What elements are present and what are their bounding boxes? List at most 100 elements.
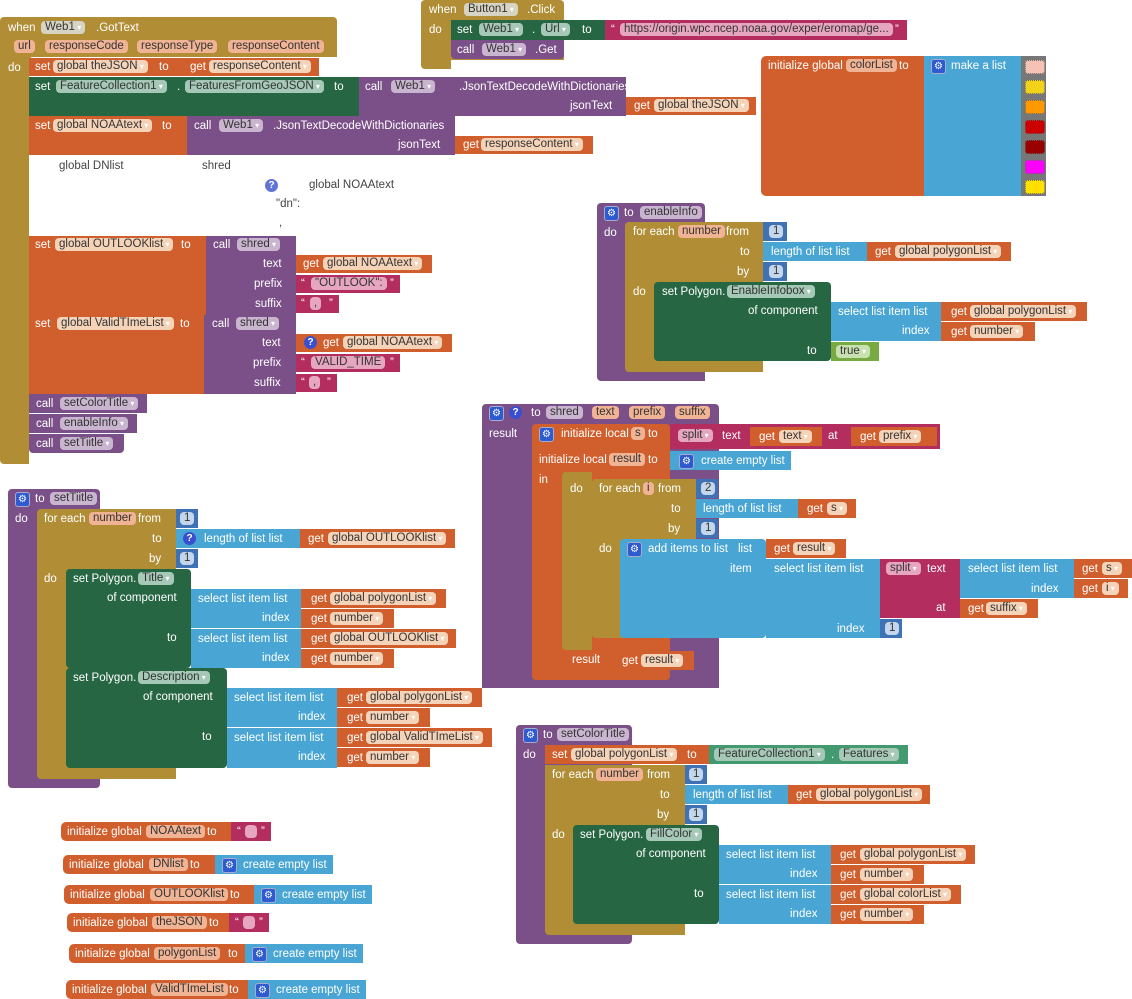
component-dropdown[interactable]: Button1 — [464, 3, 518, 16]
mutator-gear-icon[interactable]: ⚙ — [252, 947, 267, 962]
get-suffix-block[interactable]: get suffix — [960, 599, 1038, 618]
get-result-return-block[interactable]: get result — [614, 651, 694, 670]
string-value[interactable]: VALID_TIME — [311, 356, 386, 369]
param-responsecontent[interactable]: responseContent — [228, 40, 324, 53]
variable-dropdown[interactable]: global NOAAtext — [53, 119, 153, 132]
mutator-gear-icon[interactable]: ⚙ — [931, 59, 946, 74]
help-icon[interactable]: ? — [304, 336, 317, 349]
color-swatch[interactable] — [1025, 140, 1045, 154]
get-result-block[interactable]: get result — [766, 539, 846, 558]
procedure-dropdown[interactable]: enableInfo — [60, 417, 128, 430]
get-noaatext-block[interactable]: get global NOAAtext — [296, 255, 432, 273]
variable-name[interactable]: colorList — [846, 59, 897, 72]
set-polygon-description-block[interactable]: set Polygon. Description of component to — [66, 668, 227, 768]
param-url[interactable]: url — [14, 40, 35, 53]
variable-dropdown[interactable]: global NOAAtext — [323, 257, 423, 270]
mutator-gear-icon[interactable]: ⚙ — [627, 542, 642, 557]
empty-string-block[interactable]: “” — [231, 822, 271, 841]
procedure-dropdown[interactable]: shred — [237, 238, 281, 251]
get-polygonlist-block[interactable]: get global polygonList — [788, 785, 930, 804]
string-value[interactable]: "OUTLOOK": — [311, 277, 387, 290]
local-variable-name[interactable]: result — [609, 453, 646, 466]
json-decode-call-block[interactable]: call Web1 .JsonTextDecodeWithDictionarie… — [359, 77, 630, 116]
get-i-block[interactable]: get i — [1074, 579, 1128, 598]
add-items-to-list-block[interactable]: ⚙ add items to list list item — [620, 539, 766, 638]
split-dropdown[interactable]: split — [886, 562, 921, 575]
procedure-name[interactable]: enableInfo — [640, 206, 702, 219]
number-value[interactable]: 1 — [769, 225, 784, 238]
variable-dropdown[interactable]: suffix — [986, 602, 1027, 615]
procedure-name[interactable]: shred — [546, 406, 583, 419]
param-prefix[interactable]: prefix — [629, 406, 666, 419]
color-swatch[interactable] — [1025, 100, 1045, 114]
loop-variable[interactable]: number — [89, 512, 136, 525]
get-variable-dropdown[interactable]: responseContent — [209, 60, 311, 73]
disabled-set-dnlist-block[interactable]: global DNlist shred ? global NOAAtext "d… — [29, 156, 409, 234]
get-outlooklist-block[interactable]: get global OUTLOOKlist — [300, 529, 455, 548]
mutator-gear-icon[interactable]: ⚙ — [604, 206, 619, 221]
call-web-get-block[interactable]: call Web1 .Get — [451, 40, 564, 59]
variable-dropdown[interactable]: global theJSON — [53, 60, 148, 73]
from-number-block[interactable]: 1 — [176, 509, 198, 528]
variable-dropdown[interactable]: number — [970, 325, 1024, 338]
component-dropdown[interactable]: Web1 — [41, 21, 86, 34]
length-of-list-block[interactable]: ? length of list list — [176, 529, 300, 548]
variable-dropdown[interactable]: global polygonList — [860, 848, 967, 861]
get-responsecontent-block[interactable]: get responseContent — [455, 136, 593, 154]
text-get-variable[interactable]: global NOAAtext — [309, 179, 395, 191]
select-list-item-block[interactable]: select list item list index — [719, 845, 831, 884]
variable-dropdown[interactable]: number — [860, 908, 914, 921]
by-number-block[interactable]: 1 — [176, 549, 198, 568]
procedure-dropdown[interactable]: shred — [236, 317, 280, 330]
variable-dropdown[interactable]: text — [779, 430, 812, 443]
mutator-gear-icon[interactable]: ⚙ — [539, 427, 554, 442]
help-icon[interactable]: ? — [183, 532, 196, 545]
create-empty-list-block[interactable]: ⚙create empty list — [248, 980, 366, 999]
variable-dropdown[interactable]: number — [366, 711, 420, 724]
variable-dropdown[interactable]: global ValidTImeList — [366, 731, 483, 744]
get-noaatext-block-2[interactable]: ? get global NOAAtext — [296, 334, 452, 352]
mutator-gear-icon[interactable]: ⚙ — [15, 492, 30, 507]
variable-dropdown[interactable]: prefix — [879, 430, 922, 443]
variable-dropdown[interactable]: s — [827, 502, 847, 515]
color-swatch[interactable] — [1025, 160, 1045, 174]
variable-dropdown[interactable]: global theJSON — [654, 99, 749, 112]
color-swatch[interactable] — [1025, 120, 1045, 134]
component-dropdown[interactable]: Web1 — [219, 119, 264, 132]
from-number-block[interactable]: 2 — [696, 479, 718, 498]
length-of-list-block[interactable]: length of list list — [685, 785, 788, 804]
property-dropdown[interactable]: Title — [138, 572, 174, 585]
property-dropdown[interactable]: Features — [839, 748, 899, 761]
number-value[interactable]: 1 — [769, 265, 784, 278]
variable-name[interactable]: ValidTImeList — [151, 983, 228, 996]
variable-dropdown[interactable]: global polygonList — [816, 788, 923, 801]
variable-dropdown[interactable]: global polygonList — [366, 691, 473, 704]
variable-name[interactable]: theJSON — [152, 916, 207, 929]
set-noaatext-block[interactable]: set global NOAAtext to — [29, 116, 187, 155]
component-dropdown[interactable]: Web1 — [391, 80, 436, 93]
variable-dropdown[interactable]: global DNlist — [59, 160, 124, 172]
variable-dropdown[interactable]: global polygonList — [571, 748, 678, 761]
variable-dropdown[interactable]: number — [330, 652, 384, 665]
create-empty-list-block[interactable]: ⚙create empty list — [254, 885, 372, 904]
set-thejson-block[interactable]: set global theJSON to get responseConten… — [29, 58, 319, 76]
number-value[interactable]: 1 — [689, 808, 704, 821]
variable-dropdown[interactable]: number — [330, 612, 384, 625]
from-number-block[interactable]: 1 — [763, 222, 787, 241]
from-number-block[interactable]: 1 — [685, 765, 707, 784]
select-list-item-block-2[interactable]: select list item list index — [191, 629, 301, 668]
loop-variable[interactable]: i — [643, 482, 654, 495]
get-polygonlist-block-3[interactable]: get global polygonList — [337, 688, 482, 707]
variable-dropdown[interactable]: number — [366, 751, 420, 764]
procedure-dropdown[interactable]: setTiitle — [60, 437, 114, 450]
component-dropdown[interactable]: Web1 — [479, 23, 524, 36]
get-number-block-2[interactable]: get number — [301, 649, 394, 668]
loop-variable[interactable]: number — [678, 225, 725, 238]
procedure-name[interactable]: setTiitle — [50, 492, 98, 505]
get-validtimelist-block[interactable]: get global ValidTImeList — [337, 728, 492, 747]
variable-dropdown[interactable]: global OUTLOOKlist — [330, 632, 449, 645]
